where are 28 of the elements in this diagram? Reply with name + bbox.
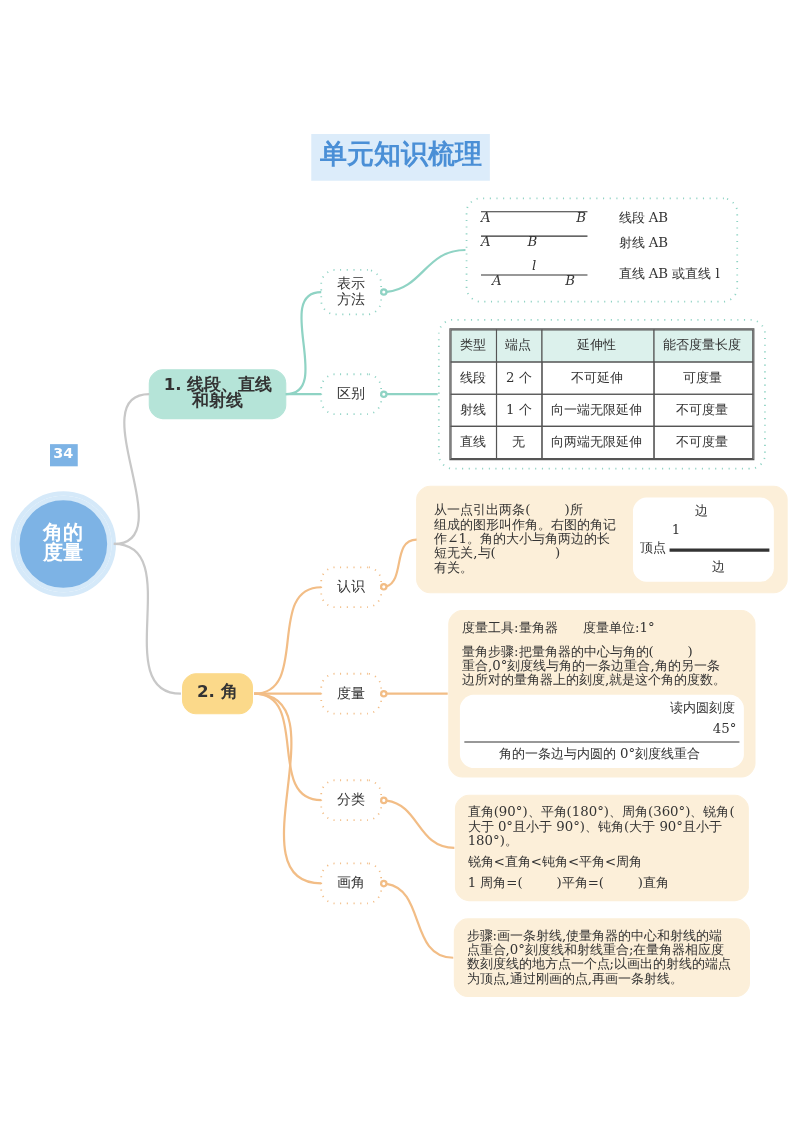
node-box: 认识 xyxy=(320,565,383,608)
node-box: 2. 角 xyxy=(182,672,253,714)
node-box: A B 线段 AB A B 射线 AB l A B 直线 AB 或直线 l xyxy=(465,197,739,302)
node-box: 直角(90°)、平角(180°)、周角(360°)、锐角(大于 0°且小于 90°)、钝角(大于 90°且小于 180°)。 锐角<直角<钝角<平角<周角 1 周角=( )平角=( )直角 xyxy=(454,794,749,901)
node-box: 画角 xyxy=(320,862,383,904)
connector xyxy=(380,689,448,697)
node-box: 从一点引出两条( )所组成的图形叫作角。右图的角记作∠1。角的大小与角两边的长短无关,与( )有关。 边 1 顶点 边 xyxy=(416,485,788,593)
connector xyxy=(253,692,322,884)
connector xyxy=(285,290,322,395)
node-box: 区别 xyxy=(320,372,383,415)
node-box: 分类 xyxy=(320,778,383,821)
node-box: 类型 端点 延伸性 能否度量长度 线段 2 个 不可延伸 可度量 射线 1 个 向一端无限延伸 不可度量 直线 无 向两端无限延伸 不可度量 xyxy=(437,318,766,469)
diagram-title: 单元知识梳理 xyxy=(320,137,483,169)
node-box: 度量 xyxy=(320,672,383,715)
connector xyxy=(113,542,182,695)
node-circle: 角的度量 xyxy=(10,490,116,597)
connector xyxy=(380,796,455,849)
connector xyxy=(285,392,322,395)
node-box: 度量工具:量角器 度量单位:1° 量角步骤:把量角器的中心与角的( )重合,0°刻度线与角的一条边重合,角的另一条边所对的量角器上的刻度,就是这个角的度数。 读内圆刻度 45° 角的一条边与内圆的 0°刻度线重合 xyxy=(448,609,756,777)
node-box: 表示方法 xyxy=(320,268,383,315)
node-box: 1. 线段、直线和射线 xyxy=(148,368,287,419)
connector xyxy=(380,537,417,591)
connector xyxy=(380,248,466,296)
connector xyxy=(253,585,322,695)
label: 34 xyxy=(53,444,74,461)
connector xyxy=(380,389,438,398)
connector xyxy=(380,879,454,959)
node-box: 步骤:画一条射线,使量角器的中心和射线的端点重合,0°刻度线和射线重合;在量角器相应度数刻度线的地方点一个点;以画出的射线的端点为顶点,通过刚画的点,再画一条射线。 xyxy=(453,917,750,997)
